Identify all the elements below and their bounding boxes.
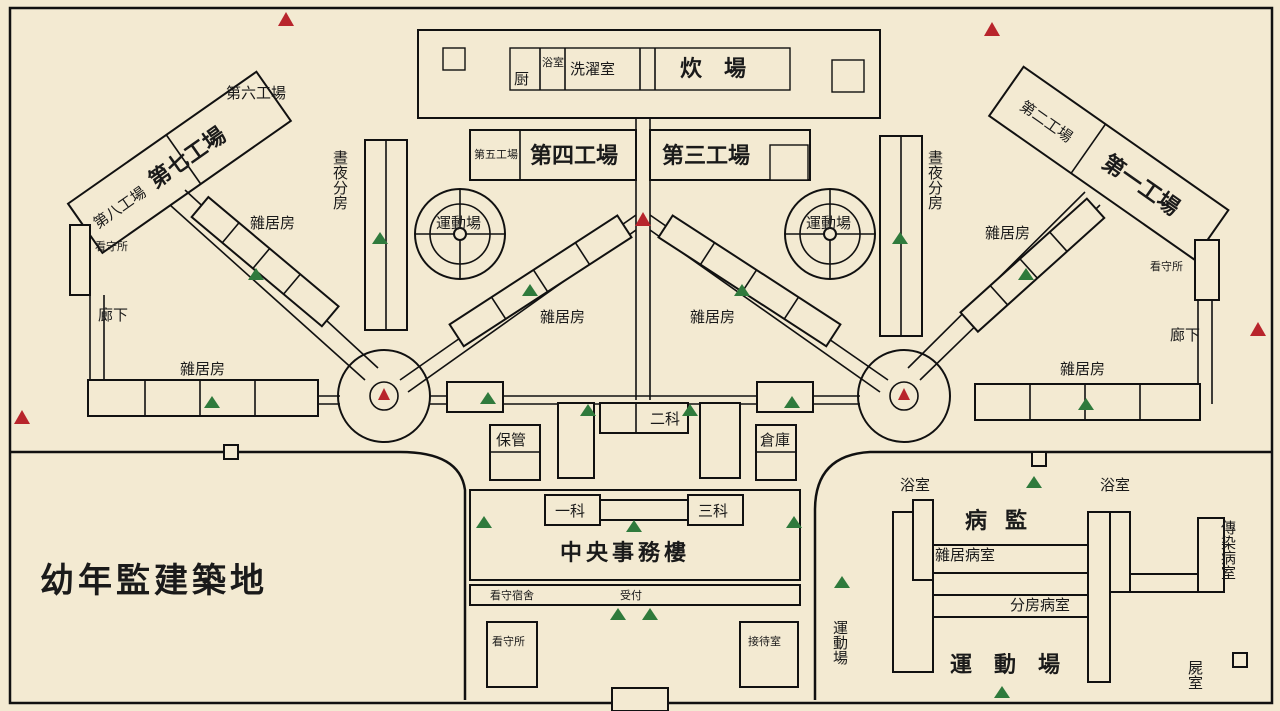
corridor-left-label: 廊下 bbox=[98, 306, 128, 324]
playground-left: 運動場 bbox=[414, 188, 506, 280]
mixed-cells-right-lower bbox=[974, 383, 1201, 421]
red-marker bbox=[984, 22, 1000, 36]
safe-label: 保管 bbox=[496, 431, 526, 449]
wash-label: 洗濯室 bbox=[570, 60, 615, 78]
mixed-cells-right-upper bbox=[959, 197, 1106, 334]
mixed-center-right-label: 雜居房 bbox=[690, 308, 735, 326]
bath-top-label: 浴室 bbox=[542, 55, 564, 69]
green-marker bbox=[1026, 476, 1042, 488]
section-office-block bbox=[599, 402, 689, 434]
green-marker bbox=[734, 284, 750, 296]
mixed-left-lower-label: 雜居房 bbox=[180, 360, 225, 378]
guard-right-label: 看守所 bbox=[1150, 259, 1183, 273]
green-marker bbox=[994, 686, 1010, 698]
mixed-hospital-label: 雜居病室 bbox=[935, 546, 995, 564]
playground-left-label: 運動場 bbox=[436, 214, 481, 232]
green-marker bbox=[610, 608, 626, 620]
bath-2-label: 浴室 bbox=[1100, 476, 1130, 494]
waiting-room bbox=[739, 621, 799, 688]
mixed-right-upper-label: 雜居房 bbox=[985, 224, 1030, 242]
section-2-label: 二科 bbox=[650, 410, 680, 428]
section-3-label: 三科 bbox=[698, 502, 728, 520]
red-marker bbox=[378, 388, 390, 400]
kitchen-side-label: 厨 bbox=[514, 70, 529, 88]
bottom-rooms-label: 看守宿舍 bbox=[490, 588, 534, 602]
day-night-left-label: 晝夜分房 bbox=[331, 150, 349, 210]
hospital-complex: 病監 雜居病室 分房病室 bbox=[892, 499, 1225, 683]
red-marker bbox=[898, 388, 910, 400]
green-marker bbox=[642, 608, 658, 620]
red-marker bbox=[635, 212, 651, 226]
green-marker bbox=[1018, 268, 1034, 280]
mixed-cells-left-lower bbox=[87, 379, 319, 417]
workshop-5-label: 第五工場 bbox=[474, 147, 518, 161]
separate-hospital-label: 分房病室 bbox=[1010, 596, 1070, 614]
bath-1-label: 浴室 bbox=[900, 476, 930, 494]
inner-wall-upper bbox=[10, 450, 467, 700]
workshop-3-label: 第三工場 bbox=[662, 143, 750, 169]
kitchen-label: 炊場 bbox=[680, 56, 768, 82]
kitchen-inner bbox=[509, 47, 791, 91]
playground-side-label: 運動場 bbox=[831, 620, 849, 665]
green-marker bbox=[892, 232, 908, 244]
green-marker bbox=[248, 268, 264, 280]
storage-label: 倉庫 bbox=[760, 431, 790, 449]
hospital-label: 病監 bbox=[965, 508, 1045, 534]
morgue-label: 屍室 bbox=[1186, 660, 1204, 690]
green-marker bbox=[682, 404, 698, 416]
red-marker bbox=[1250, 322, 1266, 336]
playground-right-label: 運動場 bbox=[806, 214, 851, 232]
playground-main-label: 運動場 bbox=[950, 652, 1082, 678]
day-night-right-label: 晝夜分房 bbox=[926, 150, 944, 210]
mixed-cells-center-left bbox=[448, 214, 633, 348]
guard-left-label: 看守所 bbox=[95, 239, 128, 253]
green-marker bbox=[786, 516, 802, 528]
reception-label: 受付 bbox=[620, 589, 642, 602]
green-marker bbox=[784, 396, 800, 408]
inner-wall-right bbox=[813, 450, 1272, 700]
entrance-guard-room bbox=[486, 621, 538, 688]
playground-right: 運動場 bbox=[784, 188, 876, 280]
corridor-right-label: 廊下 bbox=[1170, 326, 1200, 344]
workshop-4 bbox=[469, 129, 637, 181]
green-marker bbox=[1078, 398, 1094, 410]
day-night-cells-left bbox=[364, 139, 408, 331]
contagious-label: 傳染病室 bbox=[1219, 520, 1237, 580]
mixed-right-lower-label: 雜居房 bbox=[1060, 360, 1105, 378]
green-marker bbox=[580, 404, 596, 416]
morgue-box bbox=[1232, 652, 1248, 668]
green-marker bbox=[476, 516, 492, 528]
green-marker bbox=[372, 232, 388, 244]
mixed-left-upper-label: 雜居房 bbox=[250, 214, 295, 232]
red-marker bbox=[278, 12, 294, 26]
green-marker bbox=[480, 392, 496, 404]
green-marker bbox=[522, 284, 538, 296]
workshop-6-label: 第六工場 bbox=[226, 84, 286, 102]
green-marker bbox=[834, 576, 850, 588]
green-marker bbox=[626, 520, 642, 532]
green-marker bbox=[204, 396, 220, 408]
entrance-guard-label: 看守所 bbox=[492, 634, 525, 648]
mixed-center-left-label: 雜居房 bbox=[540, 308, 585, 326]
waiting-label: 接待室 bbox=[748, 634, 781, 648]
central-office: 一科 三科 中央事務樓 bbox=[469, 489, 801, 581]
red-marker bbox=[14, 410, 30, 424]
workshop-4-label: 第四工場 bbox=[530, 143, 618, 169]
map-title: 幼年監建築地 bbox=[40, 561, 268, 601]
central-office-label: 中央事務樓 bbox=[560, 540, 690, 566]
section-1-label: 一科 bbox=[555, 502, 585, 520]
